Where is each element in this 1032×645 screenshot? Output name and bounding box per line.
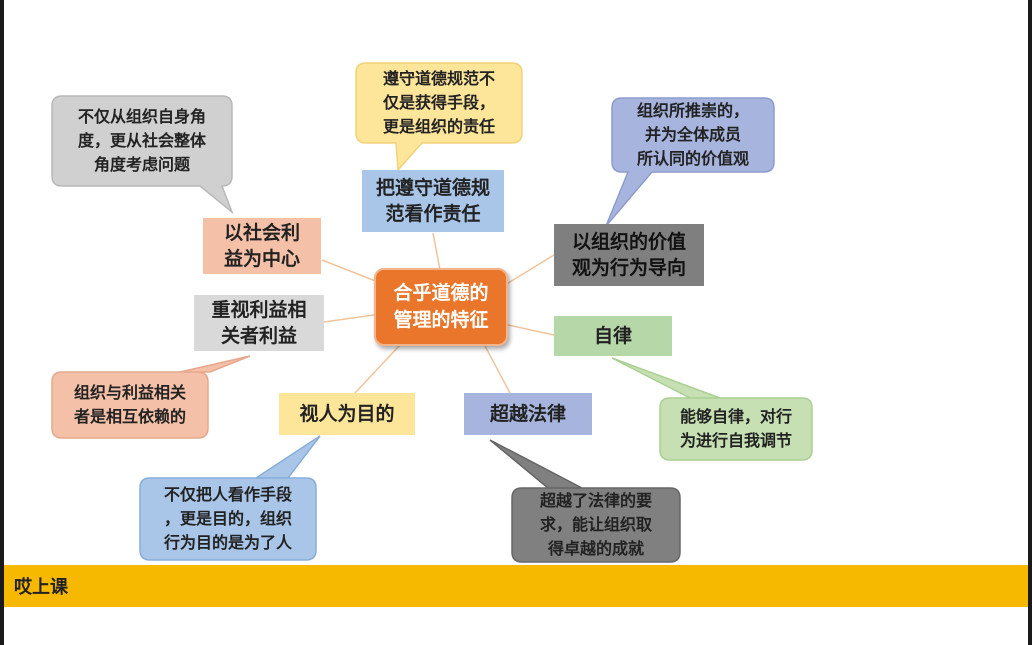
- node-beyond-law: 超越法律: [464, 393, 592, 435]
- connector-stakeholders: [323, 314, 375, 323]
- node-ethics-responsibility: 把遵守道德规范看作责任: [362, 170, 504, 232]
- callout-responsibility-bubble: [355, 62, 523, 172]
- footer-bar: 哎上课: [4, 565, 1028, 607]
- node-social-interest: 以社会利益为中心: [203, 218, 321, 274]
- connector-beyondlaw: [484, 345, 511, 394]
- footer-logo-text: 哎上课: [14, 577, 68, 598]
- connector-lines: [321, 232, 555, 394]
- center-node: 合乎道德的管理的特征: [374, 268, 508, 346]
- frame-right-border: [1028, 0, 1032, 645]
- connector-responsibility: [432, 232, 441, 271]
- callout-stakeholders-bubble: [51, 355, 251, 439]
- node-stakeholders: 重视利益相关者利益: [194, 295, 324, 351]
- callout-selfdiscipline-text: 能够自律，对行为进行自我调节: [679, 407, 792, 450]
- callout-stakeholders-text: 组织与利益相关者是相互依赖的: [73, 383, 186, 426]
- frame-left-border: [0, 0, 4, 645]
- connector-selfdiscipline: [507, 324, 555, 336]
- connector-social: [321, 259, 379, 283]
- callout-beyondlaw-text: 超越了法律的要求，能让组织取得卓越的成就: [539, 491, 652, 558]
- callout-selfdiscipline-bubble: [611, 357, 813, 461]
- callout-responsibility-text: 遵守道德规范不仅是获得手段，更是组织的责任: [382, 69, 495, 136]
- callout-social-text: 不仅从组织自身角度，更从社会整体角度考虑问题: [77, 107, 206, 174]
- callout-beyondlaw-bubble: [489, 439, 681, 563]
- node-self-discipline: 自律: [554, 316, 672, 356]
- callout-people-text: 不仅把人看作手段，更是目的，组织行为目的是为了人: [163, 485, 292, 552]
- node-organizational-values: 以组织的价值观为行为导向: [554, 224, 704, 286]
- callout-values-text: 组织所推崇的，并为全体成员所认同的价值观: [636, 101, 749, 168]
- connector-values: [504, 254, 555, 286]
- connector-people: [354, 344, 401, 394]
- node-people-as-end: 视人为目的: [279, 393, 415, 435]
- callout-people-bubble: [139, 435, 321, 561]
- callout-social-bubble: [51, 95, 234, 215]
- callout-values-bubble: [605, 97, 775, 227]
